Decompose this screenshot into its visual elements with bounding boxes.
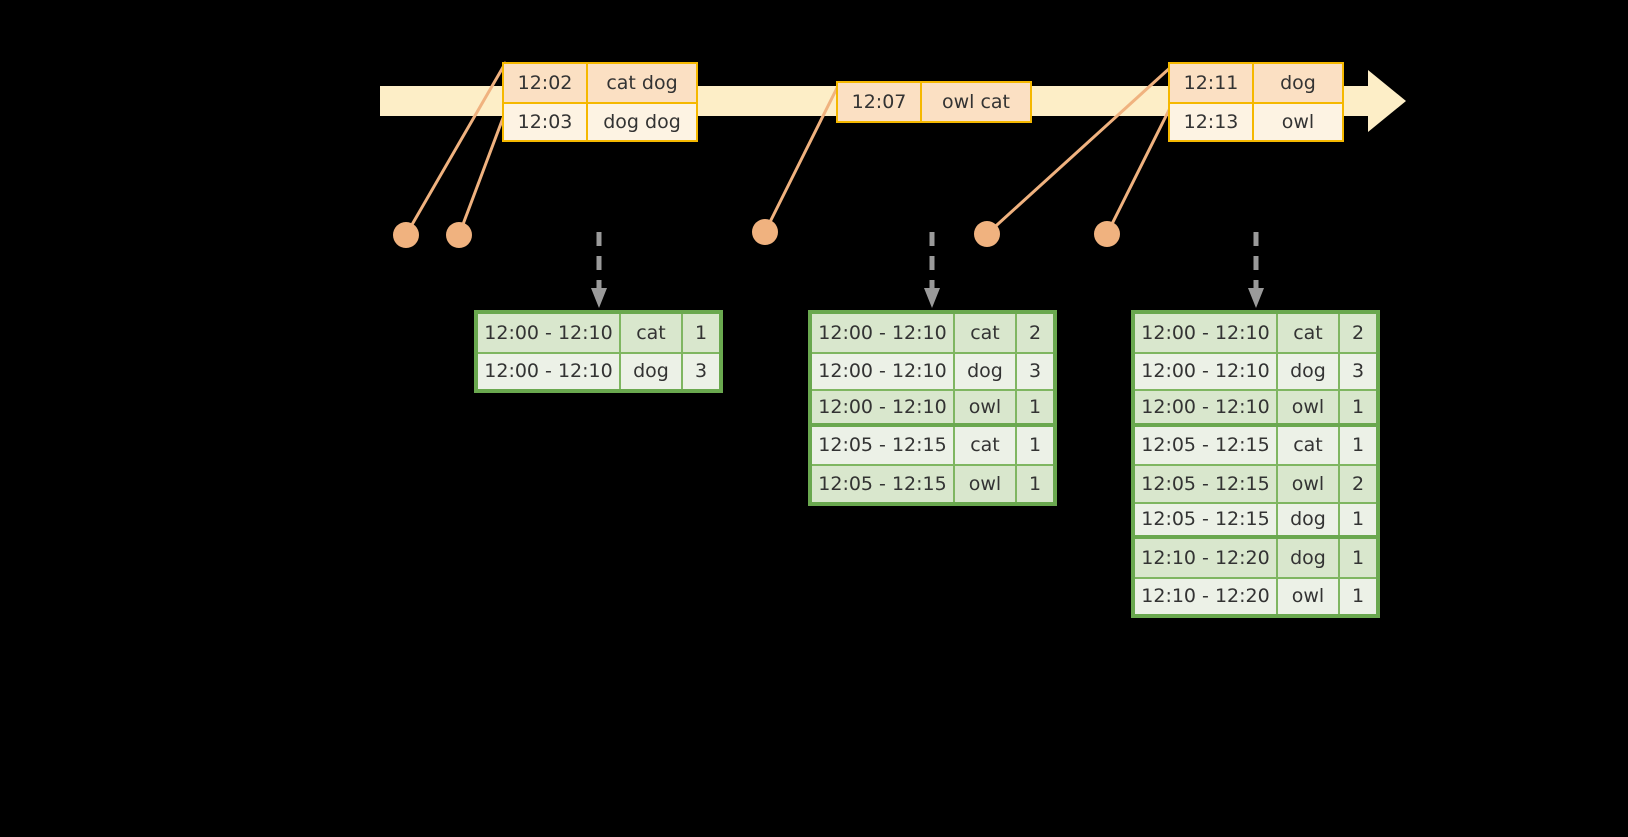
cell-count: 2 <box>1351 472 1365 495</box>
cell-key: cat <box>1278 314 1340 352</box>
cell-count: 2 <box>1351 321 1365 344</box>
cell-key: cat <box>955 314 1017 352</box>
connector-line-2 <box>457 109 508 236</box>
cell-window: 12:05 - 12:15 <box>1135 426 1278 464</box>
event-row: 12:03 dog dog <box>504 102 696 140</box>
cell-key: dog <box>621 353 683 389</box>
event-time: 12:03 <box>504 104 588 140</box>
cell-key: owl <box>1278 466 1340 502</box>
event-row: 12:13 owl <box>1170 102 1342 140</box>
cell-key: owl <box>1278 578 1340 614</box>
cell-key: dog <box>1278 503 1340 535</box>
cell-count: 1 <box>1351 546 1365 569</box>
cell-key: cat <box>1278 426 1340 464</box>
cell-window: 12:00 - 12:10 <box>812 391 955 423</box>
cell-key: dog <box>1278 539 1340 577</box>
event-dot-4 <box>974 221 1000 247</box>
cell-count: 3 <box>1351 360 1365 383</box>
cell-count: 1 <box>1028 472 1042 495</box>
cell-count: 1 <box>694 321 708 344</box>
event-words: owl cat <box>941 91 1011 113</box>
flow-arrow-2 <box>924 232 940 308</box>
event-card-1: 12:02 cat dog 12:03 dog dog <box>502 62 698 142</box>
cell-count: 1 <box>1351 434 1365 457</box>
cell-window: 12:00 - 12:10 <box>812 314 955 352</box>
event-words: cat dog <box>606 72 678 94</box>
cell-key: dog <box>955 353 1017 389</box>
cell-count: 1 <box>1351 395 1365 418</box>
event-card-2: 12:07 owl cat <box>836 81 1032 123</box>
event-time: 12:13 <box>1170 104 1254 140</box>
cell-key: cat <box>621 314 683 352</box>
cell-count: 1 <box>1351 508 1365 531</box>
cell-window: 12:10 - 12:20 <box>1135 578 1278 614</box>
event-dot-2 <box>446 222 472 248</box>
cell-window: 12:05 - 12:15 <box>812 426 955 464</box>
cell-window: 12:00 - 12:10 <box>1135 314 1278 352</box>
cell-key: cat <box>955 426 1017 464</box>
connector-line-5 <box>1105 103 1174 235</box>
cell-key: owl <box>1278 391 1340 423</box>
cell-window: 12:05 - 12:15 <box>812 466 955 502</box>
cell-window: 12:00 - 12:10 <box>1135 353 1278 389</box>
cell-window: 12:00 - 12:10 <box>812 353 955 389</box>
event-words: owl <box>1281 111 1315 133</box>
event-row: 12:11 dog <box>1170 64 1342 102</box>
cell-key: owl <box>955 466 1017 502</box>
timeline-arrowhead-icon <box>1368 70 1406 132</box>
cell-count: 1 <box>1351 585 1365 608</box>
event-time: 12:07 <box>838 83 922 121</box>
flow-arrow-1 <box>591 232 607 308</box>
event-row: 12:07 owl cat <box>838 83 1030 121</box>
cell-count: 1 <box>1028 395 1042 418</box>
cell-window: 12:00 - 12:10 <box>1135 391 1278 423</box>
cell-count: 3 <box>694 360 708 383</box>
cell-key: dog <box>1278 353 1340 389</box>
event-words: dog <box>1280 72 1316 94</box>
event-time: 12:02 <box>504 64 588 102</box>
cell-window: 12:10 - 12:20 <box>1135 539 1278 577</box>
cell-count: 1 <box>1028 434 1042 457</box>
event-dot-5 <box>1094 221 1120 247</box>
event-time: 12:11 <box>1170 64 1254 102</box>
event-dot-3 <box>752 219 778 245</box>
cell-window: 12:00 - 12:10 <box>478 353 621 389</box>
event-words: dog dog <box>603 111 681 133</box>
event-card-3: 12:11 dog 12:13 owl <box>1168 62 1344 142</box>
cell-count: 2 <box>1028 321 1042 344</box>
flow-arrow-3 <box>1248 232 1264 308</box>
cell-key: owl <box>955 391 1017 423</box>
cell-window: 12:05 - 12:15 <box>1135 503 1278 535</box>
event-row: 12:02 cat dog <box>504 64 696 102</box>
event-dot-1 <box>393 222 419 248</box>
cell-count: 3 <box>1028 360 1042 383</box>
cell-window: 12:05 - 12:15 <box>1135 466 1278 502</box>
cell-window: 12:00 - 12:10 <box>478 314 621 352</box>
